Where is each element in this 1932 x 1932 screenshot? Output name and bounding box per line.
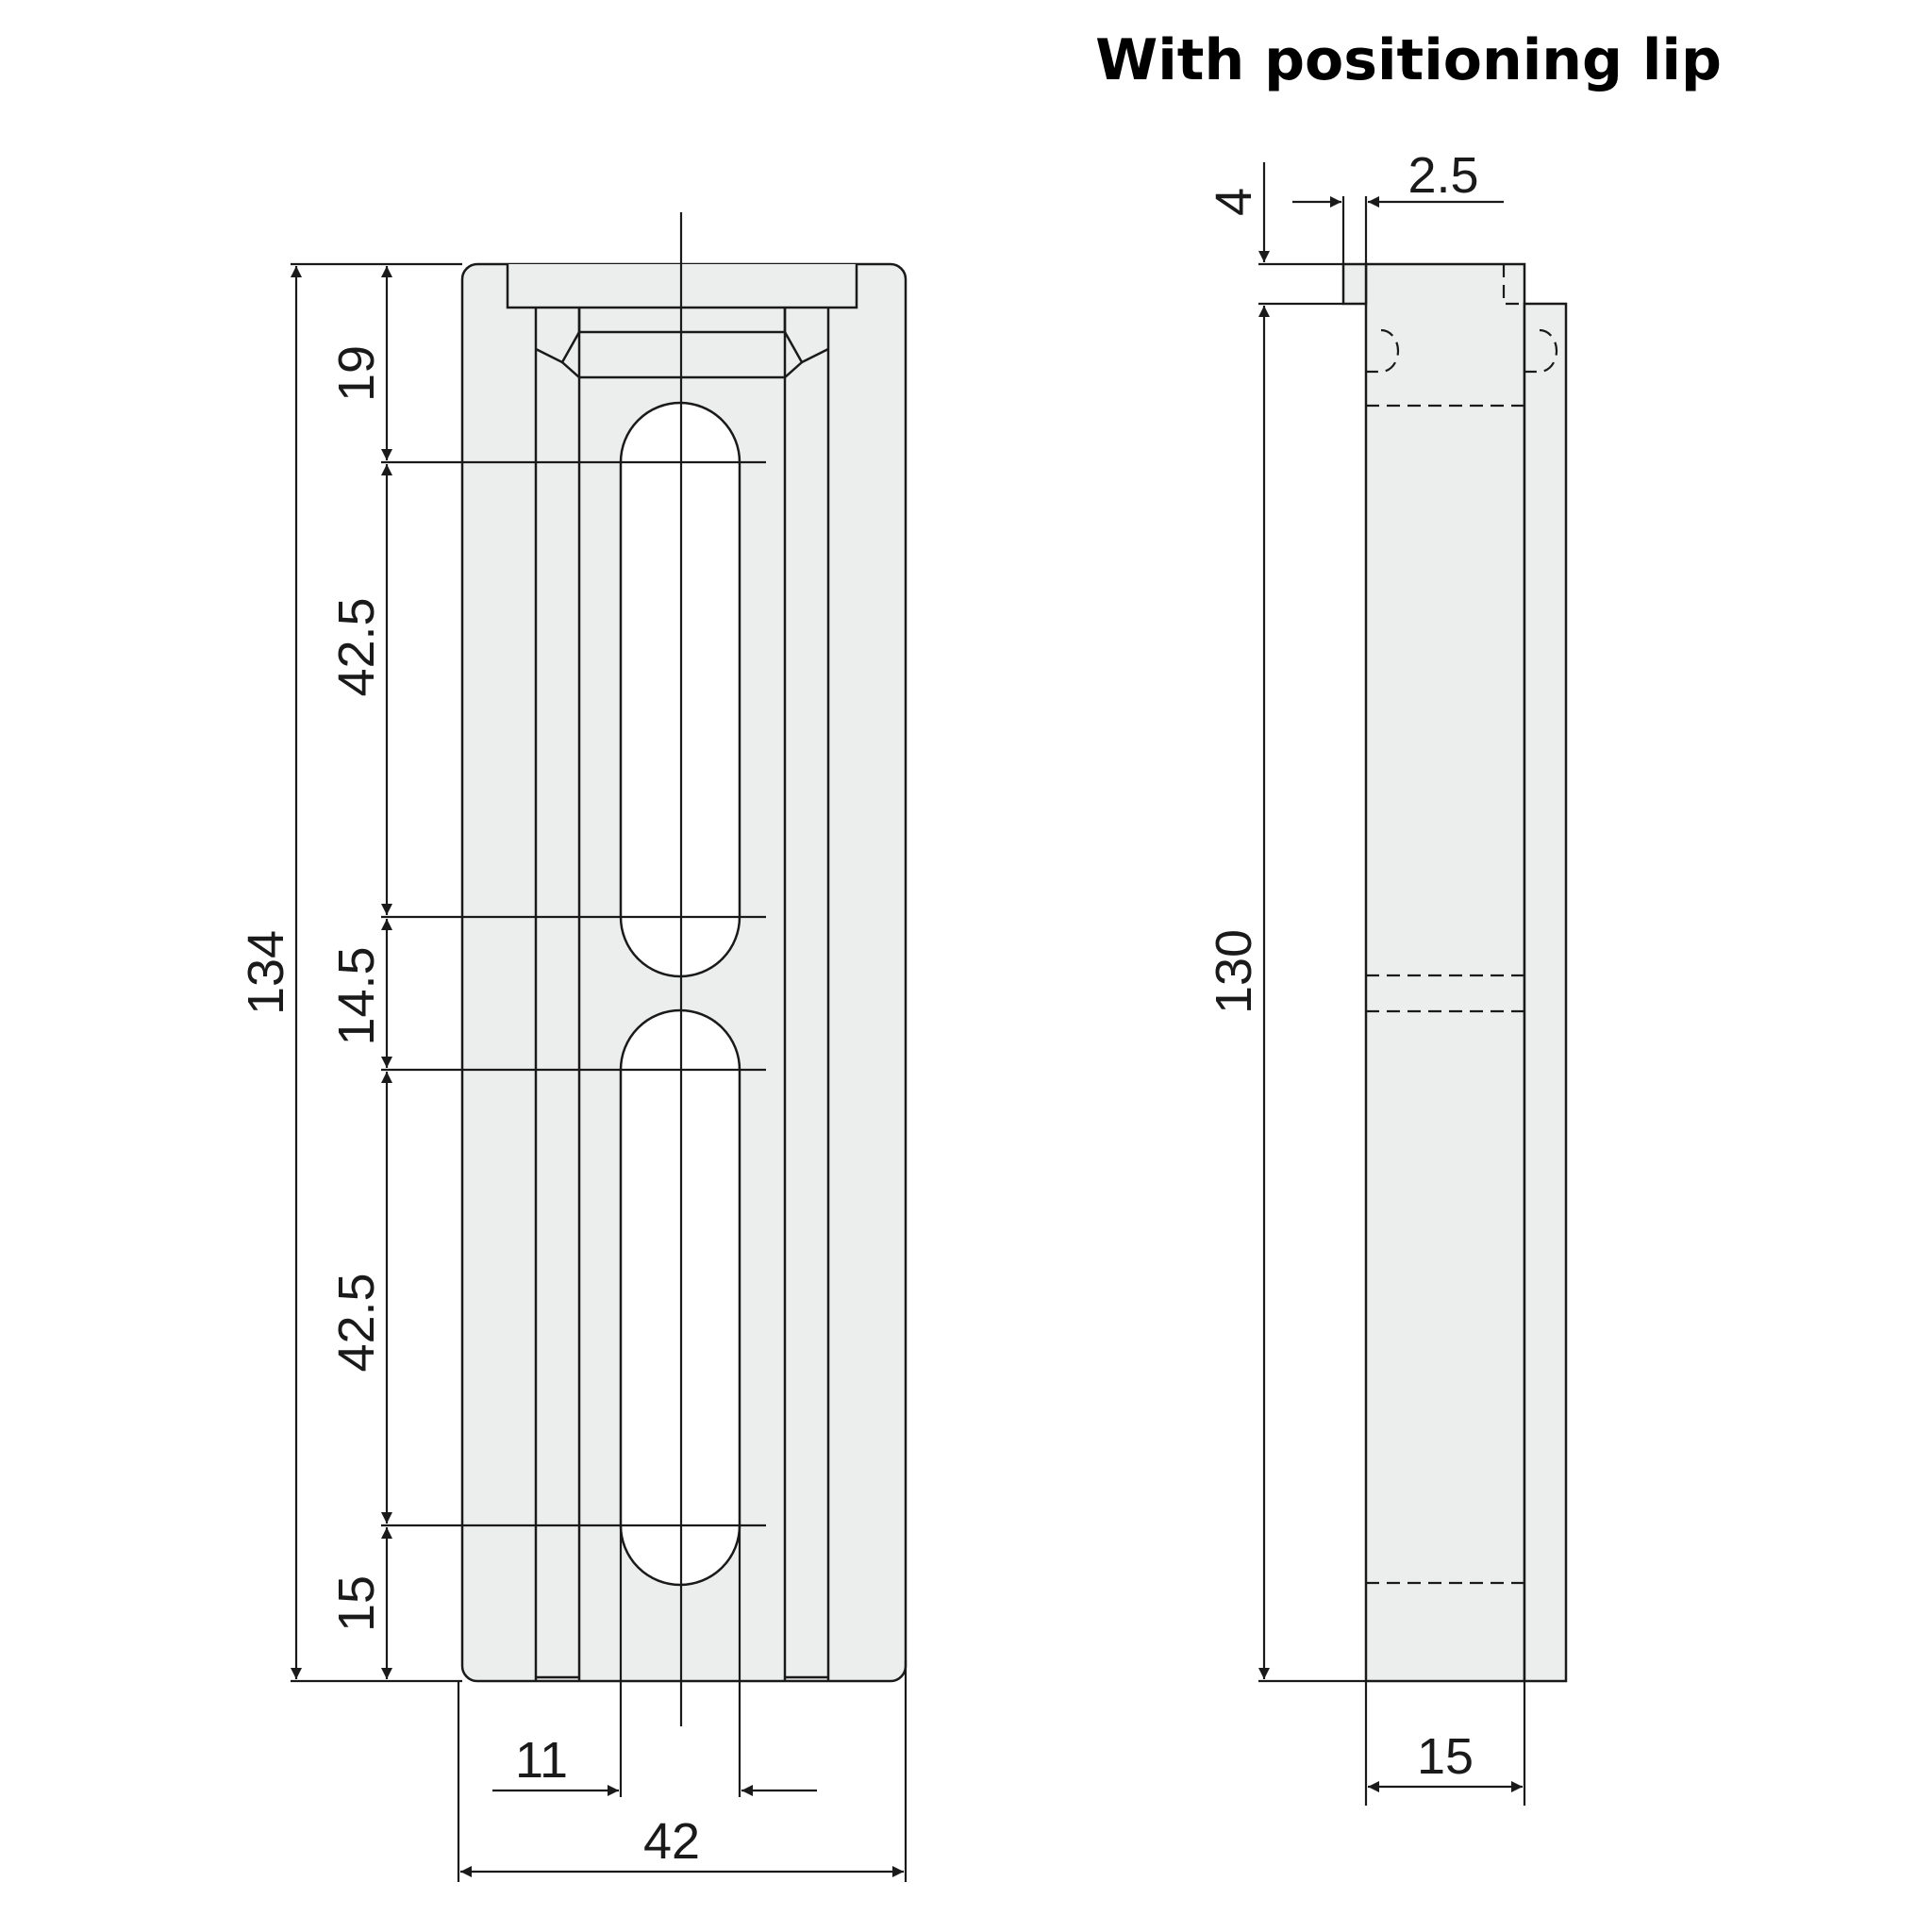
front-view: 134 19 42.5 14.5 42.5 15 11 42 [238, 212, 908, 1882]
dim-overall-width: 42 [643, 1813, 700, 1870]
positioning-lip [1341, 262, 1368, 306]
side-view: 4 2.5 130 15 [1206, 147, 1568, 1806]
dim-body-height: 130 [1206, 929, 1262, 1014]
dim-overall-height: 134 [238, 930, 294, 1015]
dim-thickness: 15 [1417, 1728, 1474, 1785]
dim-lip-width: 2.5 [1407, 147, 1478, 204]
dim-lip-height: 4 [1206, 188, 1262, 216]
side-body-outline [1364, 262, 1526, 1683]
dim-slot-width: 11 [515, 1732, 568, 1789]
drawing-title: With positioning lip [1095, 27, 1722, 93]
dim-top-section: 19 [328, 345, 385, 402]
dim-lower-slot: 42.5 [328, 1273, 385, 1372]
dim-bottom-section: 15 [328, 1575, 385, 1632]
dim-slot-gap: 14.5 [328, 946, 385, 1045]
side-flange [1523, 302, 1568, 1683]
dim-upper-slot: 42.5 [328, 597, 385, 696]
